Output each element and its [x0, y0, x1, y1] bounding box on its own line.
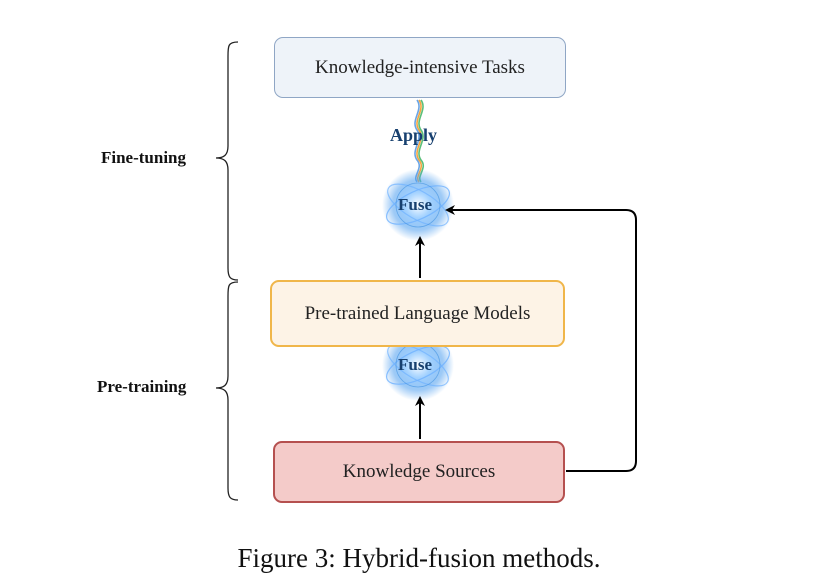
fuse-label-bottom: Fuse — [398, 355, 432, 374]
apply-label: Apply — [390, 125, 438, 145]
pretrained-language-models-box: Pre-trained Language Models — [270, 280, 565, 347]
knowledge-sources-label: Knowledge Sources — [342, 461, 496, 482]
fine-tuning-brace — [215, 41, 239, 281]
knowledge-sources-box: Knowledge Sources — [273, 441, 565, 503]
figure-caption: Figure 3: Hybrid-fusion methods. — [237, 543, 601, 573]
knowledge-intensive-tasks-box: Knowledge-intensive Tasks — [274, 37, 566, 98]
fuse-glow-bottom — [382, 329, 454, 401]
pre-training-brace — [215, 281, 239, 501]
fuse-label-top: Fuse — [398, 195, 432, 214]
pre-training-label: Pre-training — [97, 377, 187, 396]
knowledge-intensive-tasks-label: Knowledge-intensive Tasks — [315, 56, 525, 78]
fine-tuning-label: Fine-tuning — [101, 148, 187, 167]
fuse-glow-top — [382, 169, 454, 241]
arrow-sources-to-top-fuse — [445, 205, 637, 472]
pretrained-language-models-label: Pre-trained Language Models — [304, 302, 531, 324]
